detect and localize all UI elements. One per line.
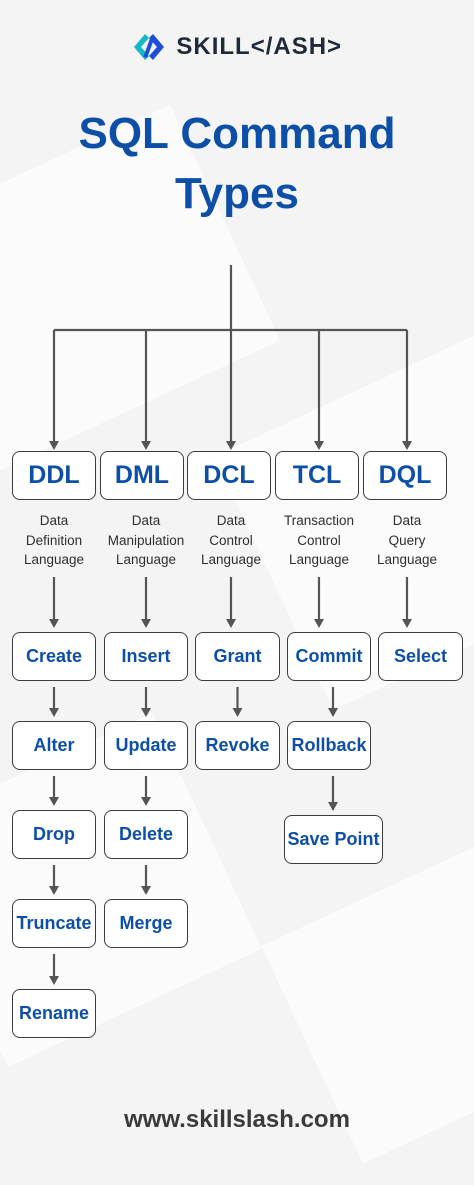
command-box-merge: Merge — [104, 899, 188, 948]
arrowhead-icon — [141, 797, 151, 806]
skillslash-logo-icon — [133, 34, 164, 60]
category-description: Data Manipulation Language — [107, 513, 185, 567]
arrowhead-icon — [232, 708, 243, 717]
command-box-insert: Insert — [104, 632, 188, 681]
arrowhead-icon — [49, 619, 59, 628]
logo-wordmark: SKILL</ASH> — [176, 33, 342, 61]
arrowhead-icon — [49, 708, 59, 717]
title-line-1: SQL Command — [78, 109, 396, 158]
command-box-update: Update — [104, 721, 188, 770]
arrowhead-icon — [49, 797, 59, 806]
arrowhead-icon — [402, 619, 412, 628]
command-box-truncate: Truncate — [12, 899, 96, 948]
arrowhead-icon — [141, 708, 151, 717]
category-description: Data Control Language — [200, 513, 262, 567]
page-title: SQL Command Types — [0, 104, 474, 224]
arrowhead-icon — [328, 802, 338, 811]
arrowhead-icon — [49, 976, 59, 985]
command-box-select: Select — [378, 632, 463, 681]
command-box-commit: Commit — [287, 632, 371, 681]
command-box-drop: Drop — [12, 810, 96, 859]
arrowhead-icon — [49, 441, 59, 450]
arrowhead-icon — [49, 886, 59, 895]
category-box-dml: DML — [100, 451, 184, 500]
command-box-grant: Grant — [195, 632, 280, 681]
command-box-rollback: Rollback — [287, 721, 371, 770]
category-description: Data Query Language — [376, 513, 438, 567]
brand-logo: SKILL</ASH> — [0, 30, 474, 64]
command-box-rename: Rename — [12, 989, 96, 1038]
arrowhead-icon — [314, 619, 324, 628]
arrowhead-icon — [402, 441, 412, 450]
command-box-delete: Delete — [104, 810, 188, 859]
category-box-tcl: TCL — [275, 451, 359, 500]
command-box-revoke: Revoke — [195, 721, 280, 770]
title-line-2: Types — [175, 169, 299, 218]
command-box-alter: Alter — [12, 721, 96, 770]
arrowhead-icon — [226, 441, 236, 450]
command-box-create: Create — [12, 632, 96, 681]
footer-url: www.skillslash.com — [124, 1106, 350, 1133]
category-description: Transaction Control Language — [283, 513, 355, 567]
logo-brand-text: SKILL</ASH> — [176, 33, 343, 60]
category-box-dcl: DCL — [187, 451, 271, 500]
category-box-dql: DQL — [363, 451, 447, 500]
category-description: Data Definition Language — [23, 513, 85, 567]
arrowhead-icon — [141, 886, 151, 895]
arrowhead-icon — [141, 441, 151, 450]
category-box-ddl: DDL — [12, 451, 96, 500]
arrowhead-icon — [226, 619, 236, 628]
arrowhead-icon — [314, 441, 324, 450]
command-box-save-point: Save Point — [284, 815, 383, 864]
arrowhead-icon — [328, 708, 338, 717]
arrowhead-icon — [141, 619, 151, 628]
